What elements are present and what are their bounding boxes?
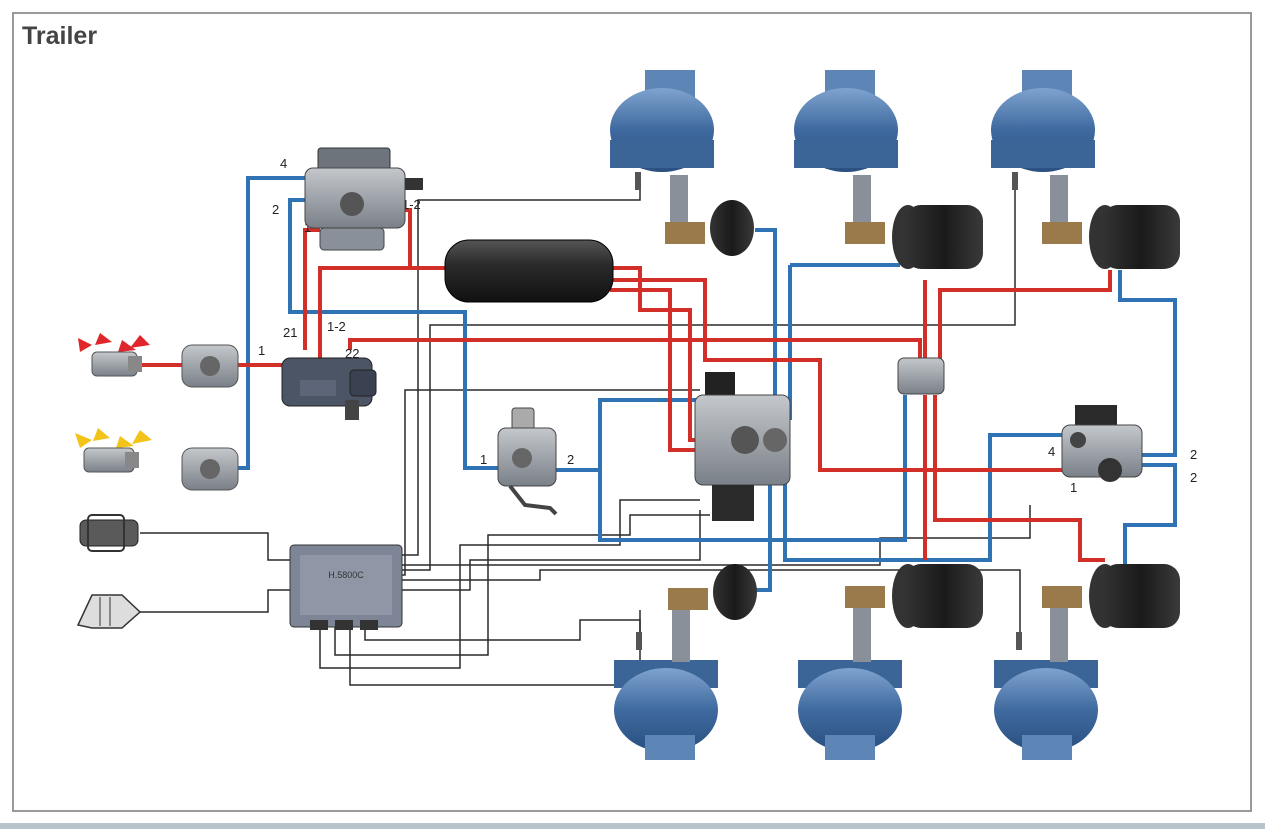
- diaphragm-chamber-icon: [665, 175, 754, 256]
- label-port-2a-axle: 2: [1190, 447, 1197, 462]
- load-sensing-valve: [497, 407, 558, 516]
- wheel-hub-top-3: [991, 70, 1095, 172]
- relay-valve-mid: [897, 357, 945, 395]
- label-port-1-park: 1: [258, 343, 265, 358]
- spring-brake-chamber-bottom-3: [1042, 564, 1180, 662]
- electrical-connector-icon: [79, 514, 139, 552]
- ecu-label: H.5800C: [328, 570, 364, 580]
- abs-sensor-bottom-left: [636, 632, 642, 650]
- diaphragm-chamber-bottom: [668, 564, 757, 662]
- abs-sensor-top-right: [1012, 172, 1018, 190]
- spring-brake-chamber-bottom-2: [845, 564, 983, 662]
- label-port-1-2-park: 1-2: [327, 319, 346, 334]
- wheel-hub-top-2: [794, 70, 898, 172]
- yellow-coupling-head-icon: [75, 428, 152, 473]
- label-port-1-relay: 1: [304, 220, 311, 235]
- port-labels: 4 2 1 1-2 1 21 1-2 22 1 2 4 1 2 2: [258, 156, 1197, 495]
- wheel-hub-bottom-2: [798, 660, 902, 760]
- label-port-21: 21: [283, 325, 297, 340]
- park-release-valve: [281, 357, 377, 420]
- relay-emergency-valve: [304, 147, 423, 251]
- supply-lines: [140, 208, 1112, 562]
- abs-sensor-top-left: [635, 172, 641, 190]
- line-filter-control: [181, 447, 239, 491]
- label-port-1-load: 1: [480, 452, 487, 467]
- wheel-hub-bottom-3: [994, 660, 1098, 760]
- label-port-2-load: 2: [567, 452, 574, 467]
- label-port-22: 22: [345, 346, 359, 361]
- label-port-1-2-relay: 1-2: [402, 197, 421, 212]
- control-lines: [238, 176, 1177, 592]
- red-coupling-head-icon: [78, 333, 150, 377]
- spring-brake-chamber-icon: [1042, 175, 1180, 269]
- label-port-4: 4: [280, 156, 287, 171]
- spring-brake-chamber-top-2: [845, 175, 983, 269]
- air-reservoir-icon: [444, 239, 614, 303]
- wheel-hub-top-1: [610, 70, 714, 172]
- label-port-1-axle: 1: [1070, 480, 1077, 495]
- line-filter-supply: [181, 344, 239, 388]
- abs-sensor-bottom-right: [1016, 632, 1022, 650]
- abs-plug-icon: [76, 594, 142, 629]
- label-port-4-axle: 4: [1048, 444, 1055, 459]
- axle-modulator: [1061, 405, 1143, 482]
- bottom-scrollbar-strip: [0, 823, 1265, 829]
- ebs-modulator-icon: [694, 372, 791, 521]
- label-port-2: 2: [272, 202, 279, 217]
- wheel-hub-bottom-1: [614, 660, 718, 760]
- ecu-unit: H.5800C: [289, 544, 403, 630]
- label-port-2b-axle: 2: [1190, 470, 1197, 485]
- diagram-title: Trailer: [22, 22, 98, 50]
